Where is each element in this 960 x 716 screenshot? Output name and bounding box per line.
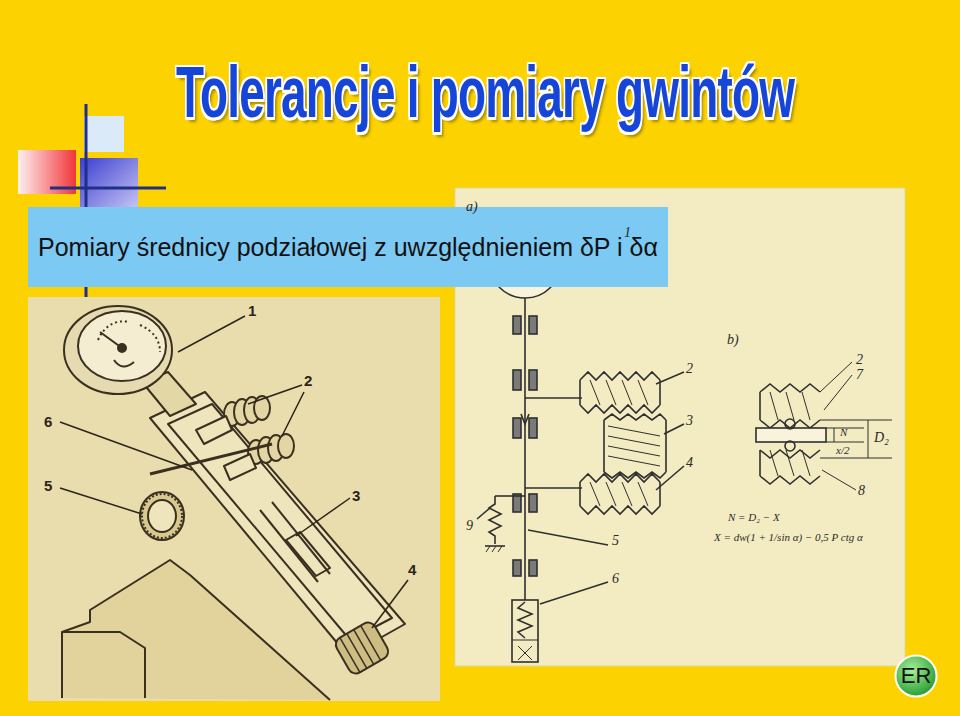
callout-number: 6: [44, 414, 52, 429]
callout-number: 1: [624, 226, 631, 240]
callout-number: 9: [466, 519, 473, 533]
callout-number: 3: [352, 488, 360, 503]
badge-text: ER: [901, 665, 932, 687]
callout-number: 5: [44, 478, 52, 493]
callout-number: 6: [612, 572, 619, 586]
callout-number: b): [727, 333, 739, 347]
callout-number: 1: [248, 303, 256, 318]
callout-number: 8: [858, 484, 865, 498]
slide-title: Tolerancje i pomiary gwintów: [176, 56, 794, 129]
callout-number: a): [466, 200, 478, 214]
logo-badge: ER: [894, 654, 938, 698]
callout-number: 5: [612, 534, 619, 548]
callout-number: 7: [856, 368, 863, 382]
callout-number: 2: [856, 353, 863, 367]
device-illustration: [28, 297, 440, 701]
callout-number: 2: [304, 373, 312, 388]
callout-number: 2: [686, 362, 693, 376]
callout-number: D₂: [874, 431, 889, 445]
callout-number: 4: [686, 456, 693, 470]
callout-number: 4: [408, 562, 416, 577]
formula-text: N = D₂ − X: [728, 512, 780, 523]
callout-number: 3: [686, 414, 693, 428]
badge-circle-shape: [896, 656, 937, 697]
heading-box: Pomiary średnicy podziałowej z uwzględni…: [28, 207, 668, 287]
formula-text: X = dw(1 + 1/sin α) − 0,5 P ctg α: [714, 532, 863, 543]
callout-number: x/2: [836, 445, 849, 456]
callout-number: N: [840, 427, 847, 438]
heading-text: Pomiary średnicy podziałowej z uwzględni…: [38, 232, 658, 262]
